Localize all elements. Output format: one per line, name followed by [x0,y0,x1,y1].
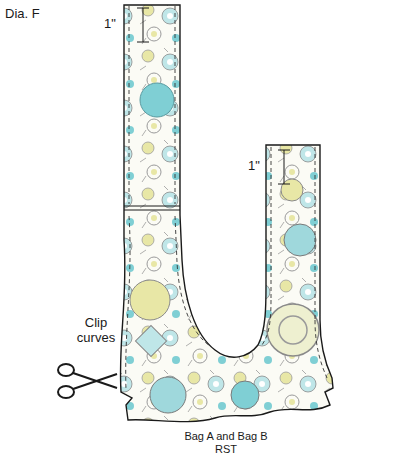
caption-note: Bag A and Bag B RST [180,430,272,455]
stitch-lines [126,6,327,390]
dimension-bracket [137,8,290,184]
bag-fabric [120,5,333,422]
callout-note: Clip curves [72,316,120,346]
dimension-label: 1" [248,159,260,174]
strap-seam [124,206,180,210]
figure-title: Dia. F [5,7,40,22]
dimension-label: 1" [104,17,116,32]
scissors-icon [58,364,117,398]
